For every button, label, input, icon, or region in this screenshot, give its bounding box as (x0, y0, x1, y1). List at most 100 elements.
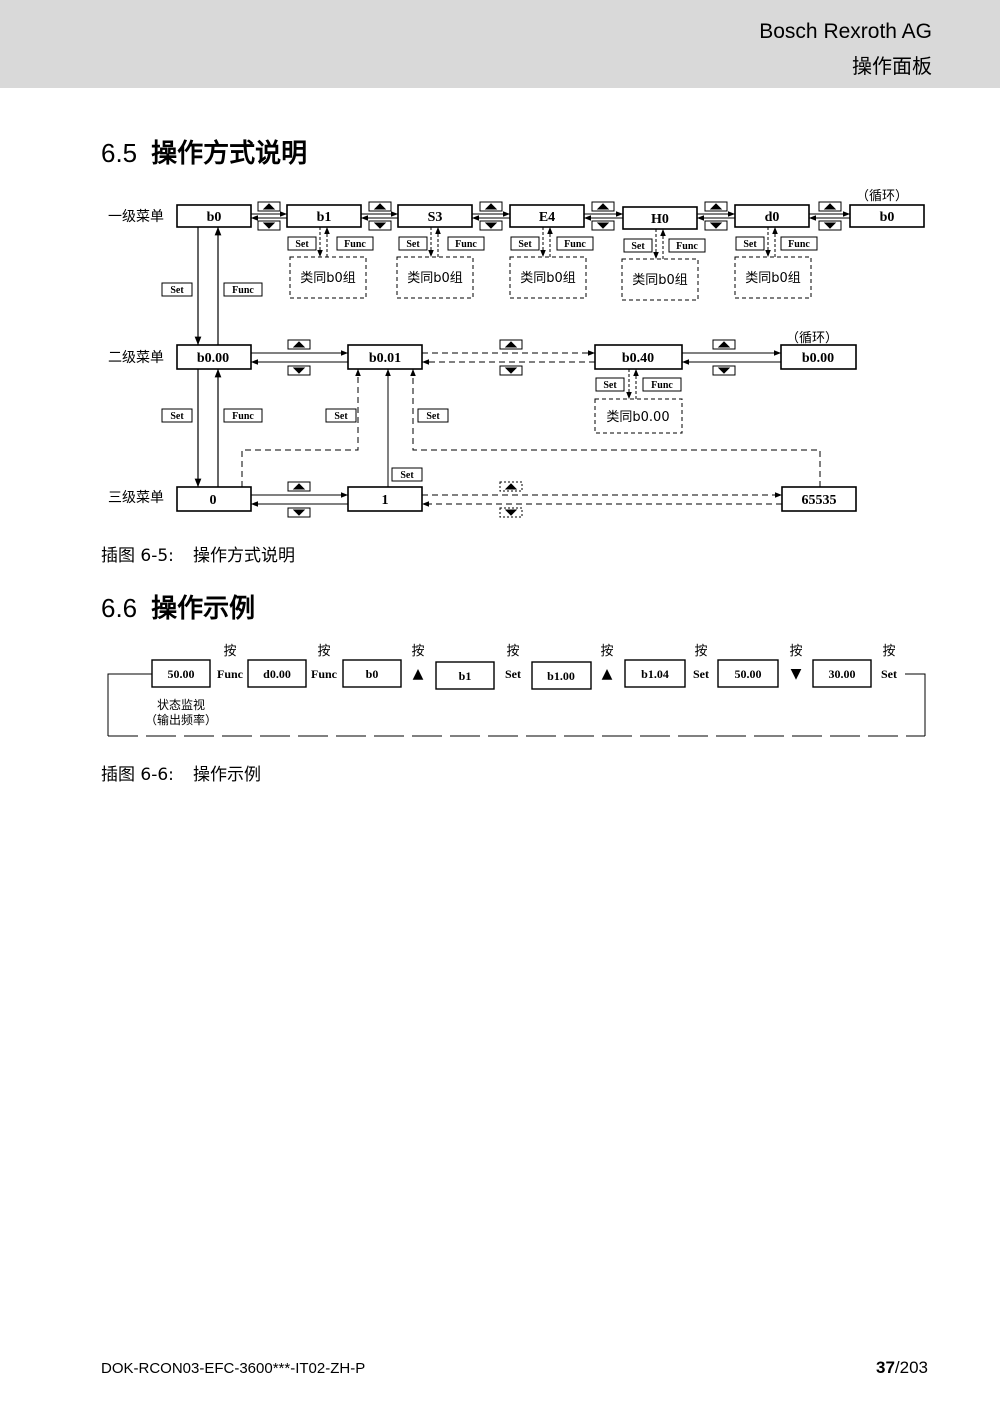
level3-arrows (251, 481, 782, 518)
figure-6-5-caption: 插图 6-5: 操作方式说明 (101, 541, 295, 566)
svg-text:50.00: 50.00 (168, 667, 195, 681)
level3-box-1: 1 (347, 486, 423, 512)
svg-text:H0: H0 (651, 212, 669, 227)
figure-6-6-caption: 插图 6-6:操作示例 (101, 760, 261, 785)
key-func: Func (217, 667, 244, 681)
svg-text:Set: Set (406, 239, 420, 250)
press-label: 按 (223, 644, 236, 659)
svg-text:S3: S3 (428, 210, 443, 225)
svg-text:50.00: 50.00 (735, 667, 762, 681)
svg-text:b1.04: b1.04 (641, 667, 669, 681)
press-label: 按 (882, 644, 895, 659)
current-page: 37 (875, 1358, 895, 1377)
press-label: 按 (411, 644, 424, 659)
level1-subgroup-d0: Set Func 类同b0组 (734, 227, 818, 299)
press-label: 按 (694, 644, 707, 659)
key-set: Set (505, 667, 521, 681)
display-b0: b0 (342, 659, 402, 688)
display-b1-04: b1.04 (624, 659, 686, 688)
key-up-icon: ▲ (413, 666, 424, 682)
level2-box-b000: b0.00 (176, 344, 252, 370)
svg-text:b0.01: b0.01 (369, 351, 401, 366)
svg-text:类同b0.00: 类同b0.00 (606, 410, 669, 425)
key-func: Func (311, 667, 338, 681)
svg-text:b0: b0 (880, 210, 895, 225)
svg-text:Set: Set (170, 285, 184, 296)
page-header: Bosch Rexroth AG 操作面板 (0, 0, 1000, 88)
level2-box-b040: b0.40 (594, 344, 683, 370)
display-30-00: 30.00 (812, 659, 872, 688)
svg-text:Func: Func (651, 380, 673, 391)
level3-box-0: 0 (176, 486, 252, 512)
display-d0-00: d0.00 (247, 659, 307, 688)
svg-text:65535: 65535 (802, 493, 837, 508)
loop-frame (107, 673, 926, 737)
page-number: 37/203 (876, 1358, 928, 1378)
press-label: 按 (600, 644, 613, 659)
svg-text:30.00: 30.00 (829, 667, 856, 681)
svg-text:d0: d0 (765, 210, 780, 225)
svg-text:类同b0组: 类同b0组 (407, 271, 463, 286)
svg-text:b0: b0 (366, 667, 379, 681)
level3-label: 三级菜单 (108, 490, 164, 506)
caption-text: 操作方式说明 (193, 546, 295, 566)
section-number: 6.5 (101, 138, 138, 168)
level1-subgroup-e4: Set Func 类同b0组 (509, 227, 594, 299)
level1-subgroup-b1: Set Func 类同b0组 (287, 227, 374, 299)
svg-text:Set: Set (631, 241, 645, 252)
svg-text:Set: Set (400, 470, 414, 481)
svg-text:Func: Func (232, 285, 254, 296)
svg-text:Func: Func (455, 239, 477, 250)
svg-text:0: 0 (210, 493, 217, 508)
level2-subgroup-b040: Set Func 类同b0.00 (594, 369, 683, 434)
status-note-line2: （输出频率） (145, 712, 217, 727)
svg-text:Set: Set (743, 239, 757, 250)
caption-label: 插图 6-5: (101, 546, 174, 566)
svg-text:Func: Func (788, 239, 810, 250)
key-set: Set (881, 667, 897, 681)
level2-to-level3-links: Set Func Set Set Set (161, 369, 821, 487)
svg-text:类同b0组: 类同b0组 (300, 271, 356, 286)
key-up-icon: ▲ (602, 666, 613, 682)
key-set: Set (693, 667, 709, 681)
level1-subgroup-s3: Set Func 类同b0组 (396, 227, 485, 299)
svg-text:Set: Set (170, 411, 184, 422)
document-id: DOK-RCON03-EFC-3600***-IT02-ZH-P (101, 1360, 366, 1377)
svg-text:类同b0组: 类同b0组 (632, 273, 688, 288)
caption-text: 操作示例 (193, 765, 261, 785)
section-title: 操作示例 (151, 594, 256, 624)
svg-text:b0.40: b0.40 (622, 351, 654, 366)
level1-box-h0: H0 (622, 206, 698, 230)
svg-text:Set: Set (426, 411, 440, 422)
svg-text:Set: Set (603, 380, 617, 391)
level1-box-s3: S3 (397, 204, 473, 228)
level2-label: 二级菜单 (108, 350, 164, 366)
level3-box-65535: 65535 (781, 486, 857, 512)
svg-text:b1.00: b1.00 (547, 669, 575, 683)
svg-text:Func: Func (676, 241, 698, 252)
svg-text:b0: b0 (207, 210, 222, 225)
section-heading-6-5: 6.5 操作方式说明 (101, 133, 307, 170)
total-pages: /203 (894, 1358, 928, 1377)
level1-box-b0: b0 (176, 204, 252, 228)
level2-cycle-label: （循环） (786, 331, 838, 346)
level1-box-b1: b1 (286, 204, 362, 228)
press-label: 按 (506, 644, 519, 659)
level1-label: 一级菜单 (108, 209, 164, 225)
press-label: 按 (317, 644, 330, 659)
level1-box-b0-cycle: b0 (849, 204, 925, 228)
svg-text:Set: Set (295, 239, 309, 250)
level1-box-e4: E4 (509, 204, 585, 228)
section-title: 操作方式说明 (151, 139, 308, 169)
level2-arrows (251, 339, 781, 376)
svg-text:Set: Set (518, 239, 532, 250)
svg-text:E4: E4 (539, 210, 555, 225)
level2-box-b001: b0.01 (347, 344, 423, 370)
level1-subgroup-h0: Set Func 类同b0组 (621, 229, 706, 301)
level2-box-b000-cycle: b0.00 (780, 344, 857, 370)
level1-arrows (251, 201, 850, 231)
svg-text:类同b0组: 类同b0组 (745, 271, 801, 286)
figure-6-6-diagram: 按 按 按 按 按 按 按 按 50.00 d0.00 b0 b1 b1.00 … (107, 644, 926, 737)
svg-text:Func: Func (564, 239, 586, 250)
svg-text:b0.00: b0.00 (197, 351, 229, 366)
